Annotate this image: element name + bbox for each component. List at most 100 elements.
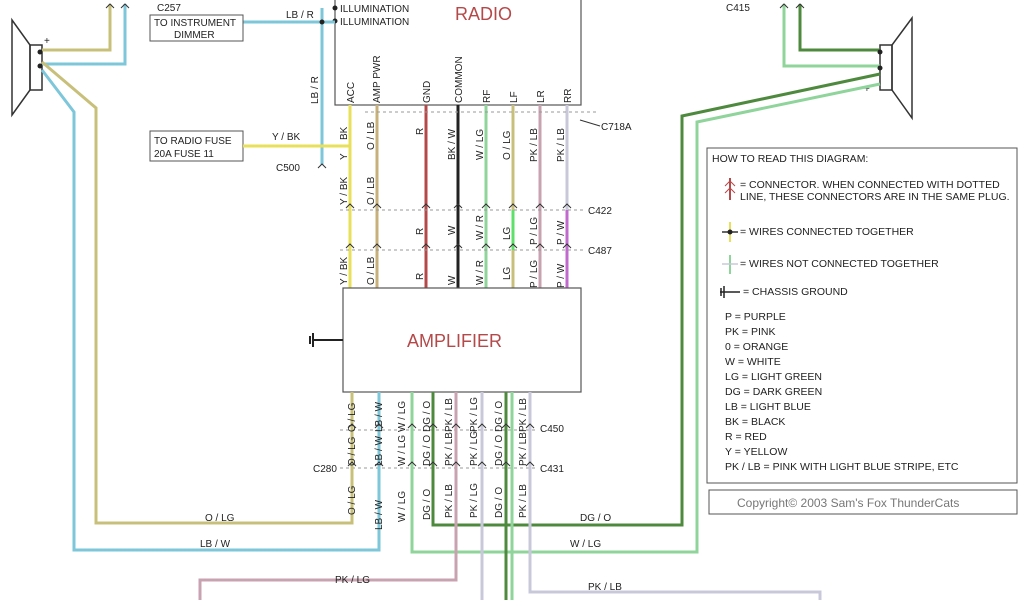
connector-labels: C257 C415 C500 C718A C422 C487 C280 C450…: [157, 3, 750, 475]
svg-text:LB / W: LB / W: [374, 435, 385, 466]
svg-text:PK / LG: PK / LG: [469, 397, 480, 432]
svg-text:R: R: [415, 228, 426, 235]
legend-title: HOW TO READ THIS DIAGRAM:: [712, 153, 868, 165]
svg-text:O / LG: O / LG: [347, 436, 358, 466]
svg-text:P / LG: P / LG: [529, 217, 540, 245]
svg-text:PK / LG: PK / LG: [469, 483, 480, 518]
svg-text:TO RADIO FUSE: TO RADIO FUSE: [154, 136, 232, 147]
bottom-wire-labels: O / LG LB / W DG / O W / LG PK / LG PK /…: [200, 513, 622, 593]
connector-c718a: C718A: [601, 122, 632, 133]
svg-text:PK / LG: PK / LG: [469, 431, 480, 466]
svg-text:P / W: P / W: [556, 263, 567, 288]
illumination-label-2: ILLUMINATION: [340, 17, 409, 28]
svg-text:= WIRES CONNECTED TOGETHER: = WIRES CONNECTED TOGETHER: [740, 226, 914, 238]
svg-text:O / LG: O / LG: [502, 130, 513, 160]
svg-text:= CHASSIS GROUND: = CHASSIS GROUND: [743, 286, 848, 298]
svg-text:O / LB: O / LB: [366, 256, 377, 285]
right-speaker-icon: +: [864, 15, 913, 121]
wire-label-lb-r-top: LB / R: [286, 10, 314, 21]
connector-c450: C450: [540, 424, 564, 435]
connector-c422: C422: [588, 206, 612, 217]
illumination-label-1: ILLUMINATION: [340, 4, 409, 15]
svg-text:BK / W: BK / W: [447, 128, 458, 160]
pin-amp-pwr: AMP PWR: [372, 55, 383, 103]
svg-text:TO INSTRUMENT: TO INSTRUMENT: [154, 18, 236, 29]
svg-text:W / LG: W / LG: [570, 539, 601, 550]
pin-rf: RF: [482, 90, 493, 103]
copyright-text: Copyright© 2003 Sam's Fox ThunderCats: [737, 496, 959, 510]
connector-symbol-icon: [724, 178, 736, 200]
svg-text:DG / O: DG / O: [494, 487, 505, 518]
svg-text:R: R: [415, 128, 426, 135]
svg-text:LG = LIGHT GREEN: LG = LIGHT GREEN: [725, 371, 822, 383]
svg-text:PK / LB: PK / LB: [529, 128, 540, 162]
svg-text:PK / LB: PK / LB: [518, 484, 529, 518]
svg-text:Y / BK: Y / BK: [339, 177, 350, 205]
wire-label-lb-r-vertical: LB / R: [310, 76, 321, 104]
amp-lower-wire-labels: O / LG LB / W W / LG DG / O PK / LB PK /…: [347, 397, 529, 530]
connector-c280: C280: [313, 464, 337, 475]
svg-text:W / LG: W / LG: [475, 129, 486, 160]
pin-common: COMMON: [454, 56, 465, 103]
svg-text:= WIRES NOT CONNECTED TOGETHER: = WIRES NOT CONNECTED TOGETHER: [740, 258, 939, 270]
connector-c500: C500: [276, 163, 300, 174]
connector-c257: C257: [157, 3, 181, 14]
svg-text:PK / LB: PK / LB: [444, 484, 455, 518]
legend-panel: HOW TO READ THIS DIAGRAM: = CONNECTOR. W…: [706, 147, 1018, 484]
svg-text:LINE, THESE CONNECTORS ARE IN: LINE, THESE CONNECTORS ARE IN THE SAME P…: [740, 191, 1010, 203]
svg-text:DG / O: DG / O: [422, 401, 433, 432]
svg-text:W / LG: W / LG: [397, 435, 408, 466]
svg-text:P / LG: P / LG: [529, 260, 540, 288]
svg-text:W: W: [447, 275, 458, 285]
svg-text:LG: LG: [502, 266, 513, 280]
svg-text:LB = LIGHT BLUE: LB = LIGHT BLUE: [725, 401, 811, 413]
svg-text:BK: BK: [339, 126, 350, 140]
svg-text:Y = YELLOW: Y = YELLOW: [725, 446, 787, 458]
svg-text:Y: Y: [339, 153, 350, 160]
connector-c487: C487: [588, 246, 612, 257]
svg-text:W: W: [447, 225, 458, 235]
connector-c431: C431: [540, 464, 564, 475]
copyright-box: Copyright© 2003 Sam's Fox ThunderCats: [708, 489, 1018, 515]
svg-text:LG: LG: [502, 226, 513, 240]
svg-text:DG / O: DG / O: [494, 401, 505, 432]
radio-fuse-box: TO RADIO FUSE 20A FUSE 11: [149, 130, 244, 162]
svg-text:O / LB: O / LB: [366, 121, 377, 150]
connector-chevrons: [105, 3, 805, 467]
svg-text:PK / LB: PK / LB: [518, 398, 529, 432]
radio-to-amp-wires: [348, 105, 569, 288]
svg-text:= CONNECTOR. WHEN CONNECTED WI: = CONNECTOR. WHEN CONNECTED WITH DOTTED: [740, 179, 1000, 191]
svg-text:R = RED: R = RED: [725, 431, 767, 443]
svg-text:BK = BLACK: BK = BLACK: [725, 416, 785, 428]
svg-text:O / LG: O / LG: [205, 513, 235, 524]
svg-text:DG / O: DG / O: [422, 489, 433, 520]
svg-text:PK / LB = PINK WITH LIGHT BLUE: PK / LB = PINK WITH LIGHT BLUE STRIPE, E…: [725, 461, 959, 473]
svg-text:W / LG: W / LG: [397, 491, 408, 522]
wire-label-y-bk: Y / BK: [272, 132, 300, 143]
svg-text:DG / O: DG / O: [494, 435, 505, 466]
color-code-list: P = PURPLE PK = PINK 0 = ORANGE W = WHIT…: [725, 311, 959, 473]
svg-text:20A FUSE 11: 20A FUSE 11: [154, 149, 214, 160]
radio-unit: RADIO ILLUMINATION ILLUMINATION: [334, 0, 582, 106]
svg-text:PK / LG: PK / LG: [335, 575, 370, 586]
svg-text:PK / LB: PK / LB: [588, 582, 622, 593]
svg-text:P = PURPLE: P = PURPLE: [725, 311, 786, 323]
pin-gnd: GND: [422, 81, 433, 103]
radio-wire-labels: BK O / LB R BK / W W / LG O / LG PK / LB…: [339, 121, 567, 288]
svg-text:W / R: W / R: [475, 260, 486, 285]
svg-text:0 = ORANGE: 0 = ORANGE: [725, 341, 788, 353]
svg-text:DIMMER: DIMMER: [174, 30, 215, 41]
amplifier-unit: AMPLIFIER: [342, 287, 582, 393]
svg-text:O / LB: O / LB: [366, 176, 377, 205]
svg-text:PK = PINK: PK = PINK: [725, 326, 775, 338]
svg-text:W = WHITE: W = WHITE: [725, 356, 781, 368]
svg-text:LB / W: LB / W: [374, 499, 385, 530]
svg-text:W / LG: W / LG: [397, 401, 408, 432]
svg-text:+: +: [864, 84, 870, 95]
svg-text:PK / LB: PK / LB: [444, 398, 455, 432]
svg-text:PK / LB: PK / LB: [444, 432, 455, 466]
svg-text:LB / W: LB / W: [374, 401, 385, 432]
pin-lr: LR: [536, 90, 547, 103]
